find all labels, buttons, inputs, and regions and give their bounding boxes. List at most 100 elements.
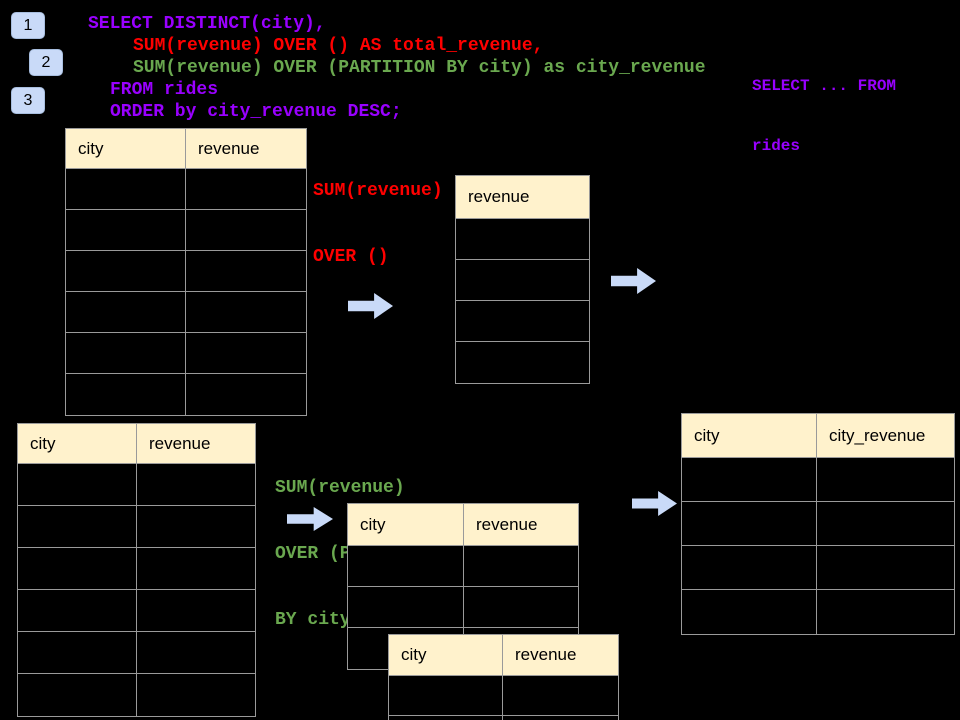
table-cell-empty bbox=[18, 632, 137, 674]
column-header-city: city bbox=[18, 424, 137, 464]
table-cell-empty bbox=[137, 548, 255, 590]
table-cell-empty bbox=[456, 301, 589, 342]
table-row bbox=[18, 548, 255, 590]
table-cell-empty bbox=[186, 374, 306, 415]
table-cell-empty bbox=[137, 674, 255, 716]
table-row bbox=[456, 342, 589, 383]
column-header-revenue: revenue bbox=[186, 129, 306, 169]
table-row bbox=[66, 292, 306, 333]
table-cell-empty bbox=[389, 716, 503, 720]
table-row bbox=[66, 169, 306, 210]
table-row bbox=[456, 301, 589, 342]
step-badge-2: 2 bbox=[29, 49, 63, 76]
table-row bbox=[348, 546, 578, 587]
table-cell-empty bbox=[66, 169, 186, 210]
table-row bbox=[18, 674, 255, 716]
annotation-total-line-2: OVER () bbox=[313, 247, 389, 267]
table-cell-empty bbox=[817, 502, 954, 546]
table-cell-empty bbox=[503, 676, 618, 716]
table-result: city city_revenue bbox=[681, 413, 955, 635]
table-cell-empty bbox=[348, 546, 464, 587]
table-row bbox=[682, 590, 954, 634]
table-row bbox=[456, 260, 589, 301]
table-header-row: city city_revenue bbox=[682, 414, 954, 458]
annotation-total-line-1: SUM(revenue) bbox=[313, 181, 443, 201]
column-header-revenue: revenue bbox=[464, 504, 578, 546]
table-cell-empty bbox=[682, 590, 817, 634]
table-row bbox=[66, 251, 306, 292]
table-cell-empty bbox=[137, 590, 255, 632]
table-cell-empty bbox=[18, 506, 137, 548]
column-header-revenue: revenue bbox=[456, 176, 589, 219]
table-cell-empty bbox=[186, 292, 306, 333]
table-cell-empty bbox=[464, 546, 578, 587]
table-cell-empty bbox=[464, 587, 578, 628]
table-cell-empty bbox=[682, 502, 817, 546]
table-row bbox=[682, 458, 954, 502]
table-body bbox=[389, 676, 618, 720]
column-header-city: city bbox=[682, 414, 817, 458]
table-header-row: city revenue bbox=[389, 635, 618, 676]
sql-line-order: ORDER by city_revenue DESC; bbox=[110, 102, 402, 122]
table-body bbox=[18, 464, 255, 716]
table-cell-empty bbox=[66, 374, 186, 415]
table-partition-group-b: city revenue bbox=[388, 634, 619, 720]
table-header-row: revenue bbox=[456, 176, 589, 219]
table-cell-empty bbox=[817, 590, 954, 634]
table-source-bottom: city revenue bbox=[17, 423, 256, 717]
table-cell-empty bbox=[66, 210, 186, 251]
column-header-city: city bbox=[348, 504, 464, 546]
table-cell-empty bbox=[186, 210, 306, 251]
table-cell-empty bbox=[456, 260, 589, 301]
table-row bbox=[66, 333, 306, 374]
table-row bbox=[66, 210, 306, 251]
table-cell-empty bbox=[503, 716, 618, 720]
table-header-row: city revenue bbox=[18, 424, 255, 464]
table-cell-empty bbox=[186, 251, 306, 292]
table-cell-empty bbox=[137, 632, 255, 674]
table-cell-empty bbox=[186, 169, 306, 210]
table-row bbox=[456, 219, 589, 260]
table-row bbox=[18, 590, 255, 632]
annotation-partition-line-1: SUM(revenue) bbox=[275, 478, 405, 498]
column-header-revenue: revenue bbox=[503, 635, 618, 676]
table-cell-empty bbox=[137, 506, 255, 548]
table-body bbox=[456, 219, 589, 383]
column-header-revenue: revenue bbox=[137, 424, 255, 464]
table-cell-empty bbox=[348, 587, 464, 628]
arrow-right-icon bbox=[632, 491, 677, 516]
table-body bbox=[682, 458, 954, 634]
step-badge-1: 1 bbox=[11, 12, 45, 39]
table-row bbox=[348, 587, 578, 628]
sql-line-from: FROM rides bbox=[110, 80, 219, 100]
table-row bbox=[389, 676, 618, 716]
sql-line-total: SUM(revenue) OVER () AS total_revenue, bbox=[133, 36, 544, 56]
arrow-right-icon bbox=[611, 268, 656, 294]
table-cell-empty bbox=[18, 464, 137, 506]
table-row bbox=[18, 506, 255, 548]
table-cell-empty bbox=[137, 464, 255, 506]
table-cell-empty bbox=[18, 674, 137, 716]
table-cell-empty bbox=[18, 590, 137, 632]
table-total-revenue: revenue bbox=[455, 175, 590, 384]
from-note-line-2: rides bbox=[752, 137, 801, 155]
table-cell-empty bbox=[66, 333, 186, 374]
table-source-top: city revenue bbox=[65, 128, 307, 416]
table-header-row: city revenue bbox=[66, 129, 306, 169]
table-cell-empty bbox=[817, 546, 954, 590]
table-cell-empty bbox=[817, 458, 954, 502]
annotation-total-revenue: SUM(revenue) OVER () bbox=[313, 136, 443, 312]
column-header-city: city bbox=[66, 129, 186, 169]
table-row bbox=[682, 502, 954, 546]
table-cell-empty bbox=[18, 548, 137, 590]
column-header-city: city bbox=[389, 635, 503, 676]
table-row bbox=[389, 716, 618, 720]
step-badge-3: 3 bbox=[11, 87, 45, 114]
table-body bbox=[66, 169, 306, 415]
table-cell-empty bbox=[66, 292, 186, 333]
table-cell-empty bbox=[66, 251, 186, 292]
sql-line-partition: SUM(revenue) OVER (PARTITION BY city) as… bbox=[133, 58, 706, 78]
sql-line-select: SELECT DISTINCT(city), bbox=[88, 14, 326, 34]
from-note: SELECT ... FROM rides bbox=[752, 36, 896, 196]
